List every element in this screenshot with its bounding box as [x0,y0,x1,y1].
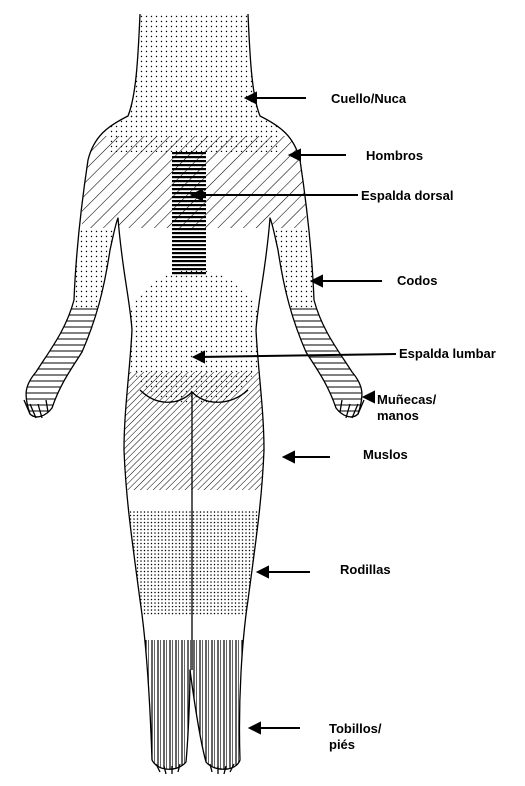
label-upper-back: Espalda dorsal [361,188,453,204]
region-elbows-left [60,228,120,308]
arrow-shoulders-icon [290,150,346,160]
region-elbows-right [268,228,328,308]
label-thighs: Muslos [363,447,408,463]
region-forearm-left [20,306,120,416]
label-ankles-line-1: Tobillos/ [329,721,381,737]
region-forearm-right [270,306,370,416]
label-neck: Cuello/Nuca [331,91,406,107]
arrow-knees-icon [258,567,310,577]
label-lower-back: Espalda lumbar [399,346,496,362]
label-knees: Rodillas [340,562,391,578]
arrow-wrists-icon [364,392,374,402]
label-ankles-feet: Tobillos/ piés [329,721,381,753]
region-upper-back [172,152,206,276]
label-wrists-line-1: Muñecas/ [377,392,436,408]
region-knees [130,510,260,616]
arrow-thighs-icon [284,452,330,462]
arrow-ankles-icon [250,723,300,733]
label-elbows: Codos [397,273,437,289]
label-shoulders: Hombros [366,148,423,164]
body-regions [20,14,370,770]
region-neck [128,14,260,119]
label-wrists-hands: Muñecas/ manos [377,392,436,424]
label-wrists-line-2: manos [377,408,436,424]
arrow-elbows-icon [312,276,382,286]
arrow-neck-icon [246,93,306,103]
label-ankles-line-2: piés [329,737,381,753]
